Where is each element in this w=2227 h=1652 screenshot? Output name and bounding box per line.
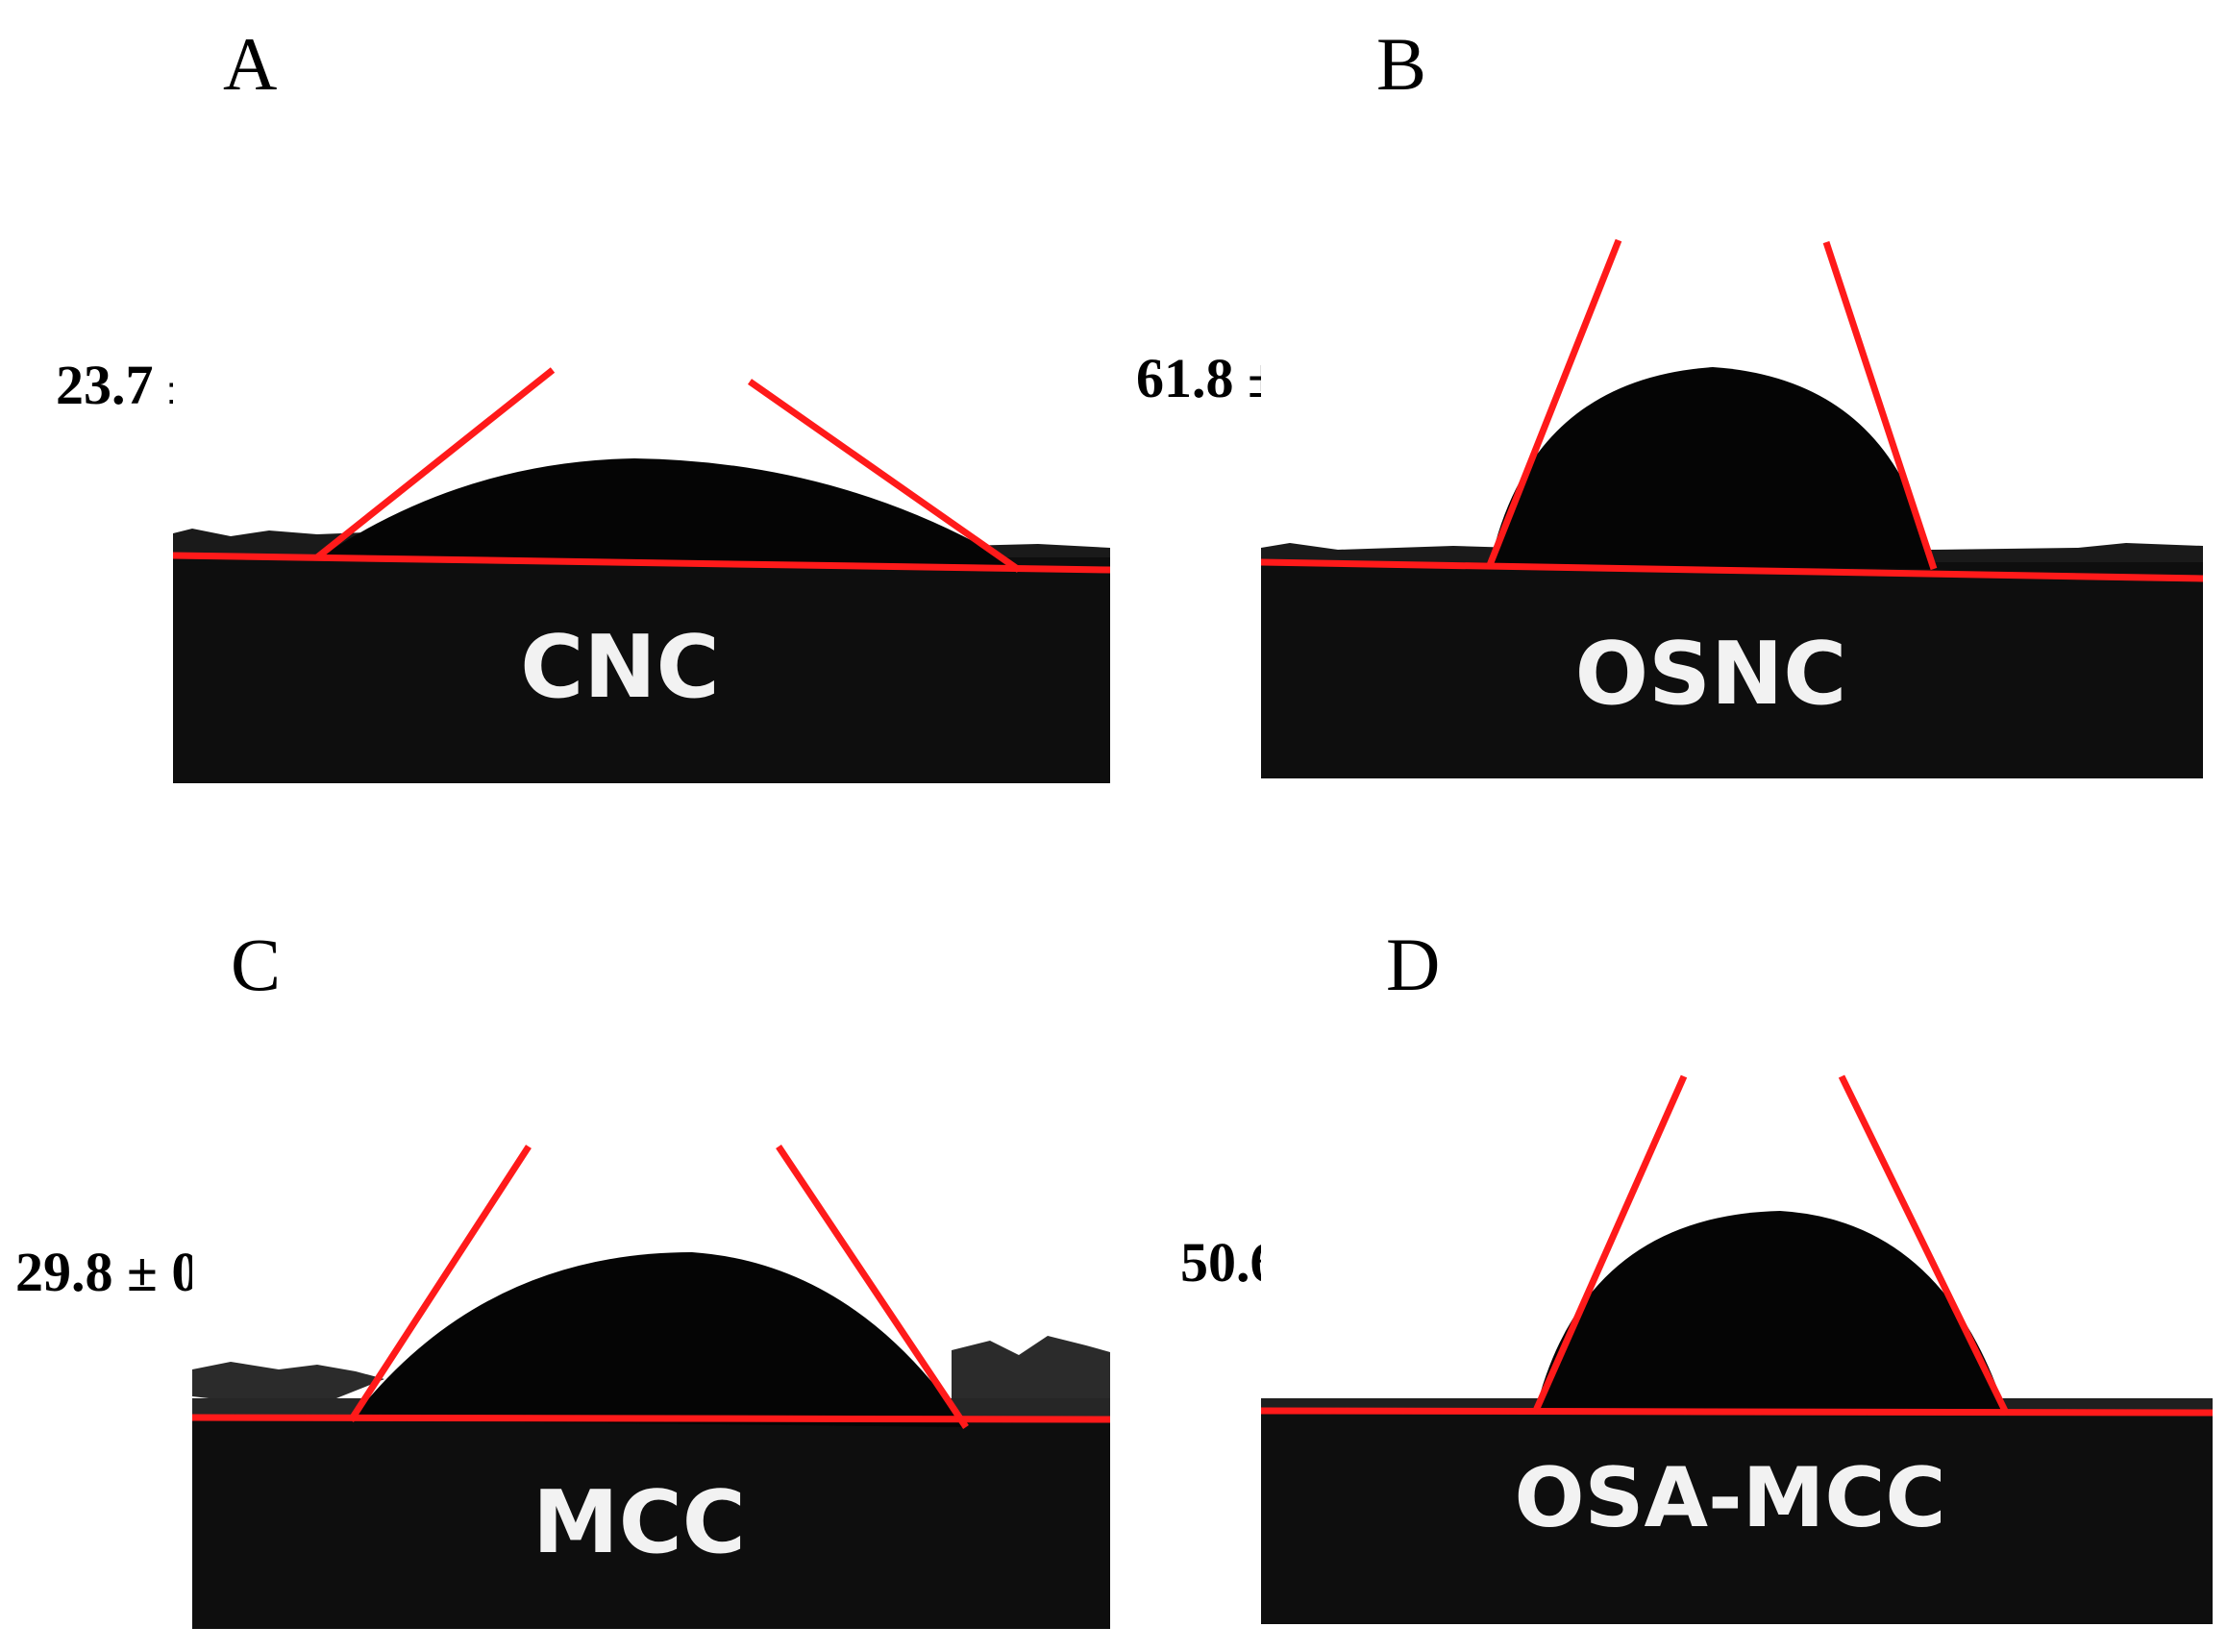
droplet-photo-mcc: MCC bbox=[192, 1139, 1110, 1629]
sample-label-mcc: MCC bbox=[532, 1472, 746, 1573]
sample-label-cnc: CNC bbox=[520, 617, 719, 718]
panel-letter-b: B bbox=[1376, 22, 1427, 106]
droplet-photo-osnc: OSNC bbox=[1261, 154, 2203, 778]
sample-label-osnc: OSNC bbox=[1575, 624, 1847, 725]
panel-letter-c: C bbox=[231, 923, 282, 1006]
droplet-photo-cnc: CNC bbox=[173, 173, 1110, 783]
droplet-photo-osa-mcc: OSA-MCC bbox=[1261, 1057, 2213, 1624]
panel-letter-a: A bbox=[223, 22, 278, 106]
panel-letter-d: D bbox=[1386, 923, 1441, 1006]
sample-label-osa-mcc: OSA-MCC bbox=[1514, 1450, 1945, 1546]
